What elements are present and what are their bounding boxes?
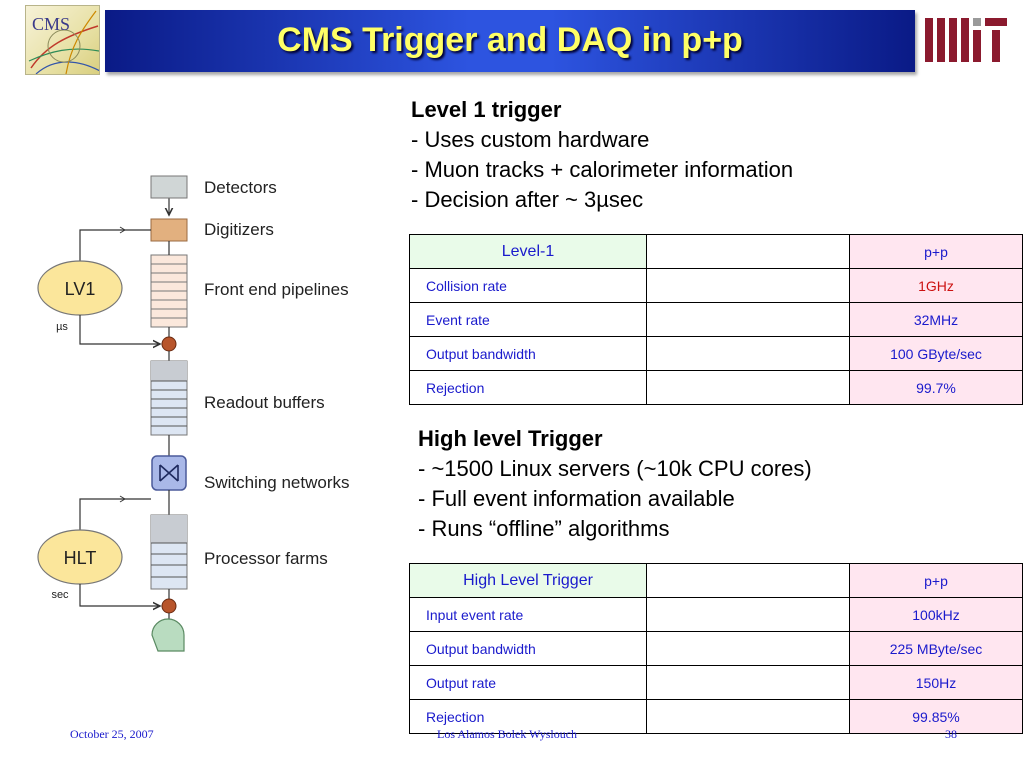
front-end-pipelines-stack xyxy=(150,254,188,328)
level1-heading: Level 1 trigger xyxy=(411,97,562,122)
table-cell: Event rate xyxy=(409,302,647,337)
footer-date: October 25, 2007 xyxy=(70,727,154,741)
footer-page-number: 38 xyxy=(945,727,957,741)
table-header-row: High Level Trigger p+p xyxy=(409,563,1023,598)
table-cell: 1GHz xyxy=(849,268,1023,303)
table-cell: Output bandwidth xyxy=(409,336,647,371)
table-cell: Rejection xyxy=(409,370,647,405)
table-row: Rejection 99.7% xyxy=(409,370,1023,405)
hlt-table: High Level Trigger p+p Input event rate … xyxy=(409,563,1023,734)
table-header-row: Level-1 p+p xyxy=(409,234,1023,269)
level1-bullet: - Uses custom hardware xyxy=(411,127,650,152)
trigger-daq-diagram: LV1 µs HLT sec Detectors Digitizers Fron… xyxy=(37,175,350,652)
hlt-unit: sec xyxy=(51,589,69,601)
hlt-bullet: - ~1500 Linux servers (~10k CPU cores) xyxy=(418,456,812,481)
table-row: Output rate 150Hz xyxy=(409,665,1023,700)
mit-logo xyxy=(925,15,1007,65)
table-row: Collision rate 1GHz xyxy=(409,268,1023,303)
table-cell xyxy=(646,665,850,700)
table-header-cell xyxy=(646,563,850,598)
cms-logo-text: CMS xyxy=(32,14,70,34)
hlt-section: High level Trigger - ~1500 Linux servers… xyxy=(418,424,1018,544)
hlt-bullet: - Full event information available xyxy=(418,486,735,511)
level1-section: Level 1 trigger - Uses custom hardware -… xyxy=(411,95,1011,215)
hlt-label: HLT xyxy=(64,548,97,568)
label-readout-buffers: Readout buffers xyxy=(204,393,325,412)
cms-logo: CMS xyxy=(25,5,100,75)
hlt-heading: High level Trigger xyxy=(418,426,603,451)
table-row: Rejection 99.85% xyxy=(409,699,1023,734)
table-header-cell: p+p xyxy=(849,563,1023,598)
digitizers-box xyxy=(150,218,188,242)
table-cell: Collision rate xyxy=(409,268,647,303)
table-cell xyxy=(646,631,850,666)
table-cell: 150Hz xyxy=(849,665,1023,700)
storage-icon xyxy=(151,618,185,652)
level1-bullet: - Decision after ~ 3µsec xyxy=(411,187,644,212)
label-processor-farms: Processor farms xyxy=(204,549,328,568)
table-cell: 225 MByte/sec xyxy=(849,631,1023,666)
label-digitizers: Digitizers xyxy=(204,220,274,239)
cms-logo-graphic: CMS xyxy=(28,10,99,74)
table-cell xyxy=(646,302,850,337)
table-cell: 100 GByte/sec xyxy=(849,336,1023,371)
table-cell xyxy=(646,268,850,303)
table-row: Input event rate 100kHz xyxy=(409,597,1023,632)
table-row: Output bandwidth 225 MByte/sec xyxy=(409,631,1023,666)
table-cell: Output bandwidth xyxy=(409,631,647,666)
readout-buffers-stack xyxy=(150,360,188,436)
table-row: Output bandwidth 100 GByte/sec xyxy=(409,336,1023,371)
table-cell: 100kHz xyxy=(849,597,1023,632)
table-cell: 99.7% xyxy=(849,370,1023,405)
table-header-cell: High Level Trigger xyxy=(409,563,647,598)
lv1-label: LV1 xyxy=(65,279,96,299)
hlt-decision-node xyxy=(161,598,177,614)
level1-bullet: - Muon tracks + calorimeter information xyxy=(411,157,794,182)
title-bar xyxy=(105,10,915,72)
level1-table: Level-1 p+p Collision rate 1GHz Event ra… xyxy=(409,234,1023,405)
label-front-end-pipelines: Front end pipelines xyxy=(204,280,349,299)
table-cell: 32MHz xyxy=(849,302,1023,337)
table-cell xyxy=(646,336,850,371)
lv1-unit: µs xyxy=(56,321,68,333)
table-row: Event rate 32MHz xyxy=(409,302,1023,337)
table-cell: 99.85% xyxy=(849,699,1023,734)
slide-title: CMS Trigger and DAQ in p+p xyxy=(277,21,743,59)
table-cell: Input event rate xyxy=(409,597,647,632)
table-cell xyxy=(646,597,850,632)
label-detectors: Detectors xyxy=(204,178,277,197)
detectors-box xyxy=(150,175,188,199)
processor-farms-stack xyxy=(150,514,188,590)
table-header-cell: p+p xyxy=(849,234,1023,269)
table-cell xyxy=(646,699,850,734)
table-cell: Rejection xyxy=(409,699,647,734)
hlt-bullet: - Runs “offline” algorithms xyxy=(418,516,670,541)
label-switching-networks: Switching networks xyxy=(204,473,350,492)
lv1-decision-node xyxy=(161,336,177,352)
table-header-cell: Level-1 xyxy=(409,234,647,269)
table-header-cell xyxy=(646,234,850,269)
table-cell xyxy=(646,370,850,405)
table-cell: Output rate xyxy=(409,665,647,700)
footer-author: Los Alamos Bolek Wyslouch xyxy=(437,727,578,741)
